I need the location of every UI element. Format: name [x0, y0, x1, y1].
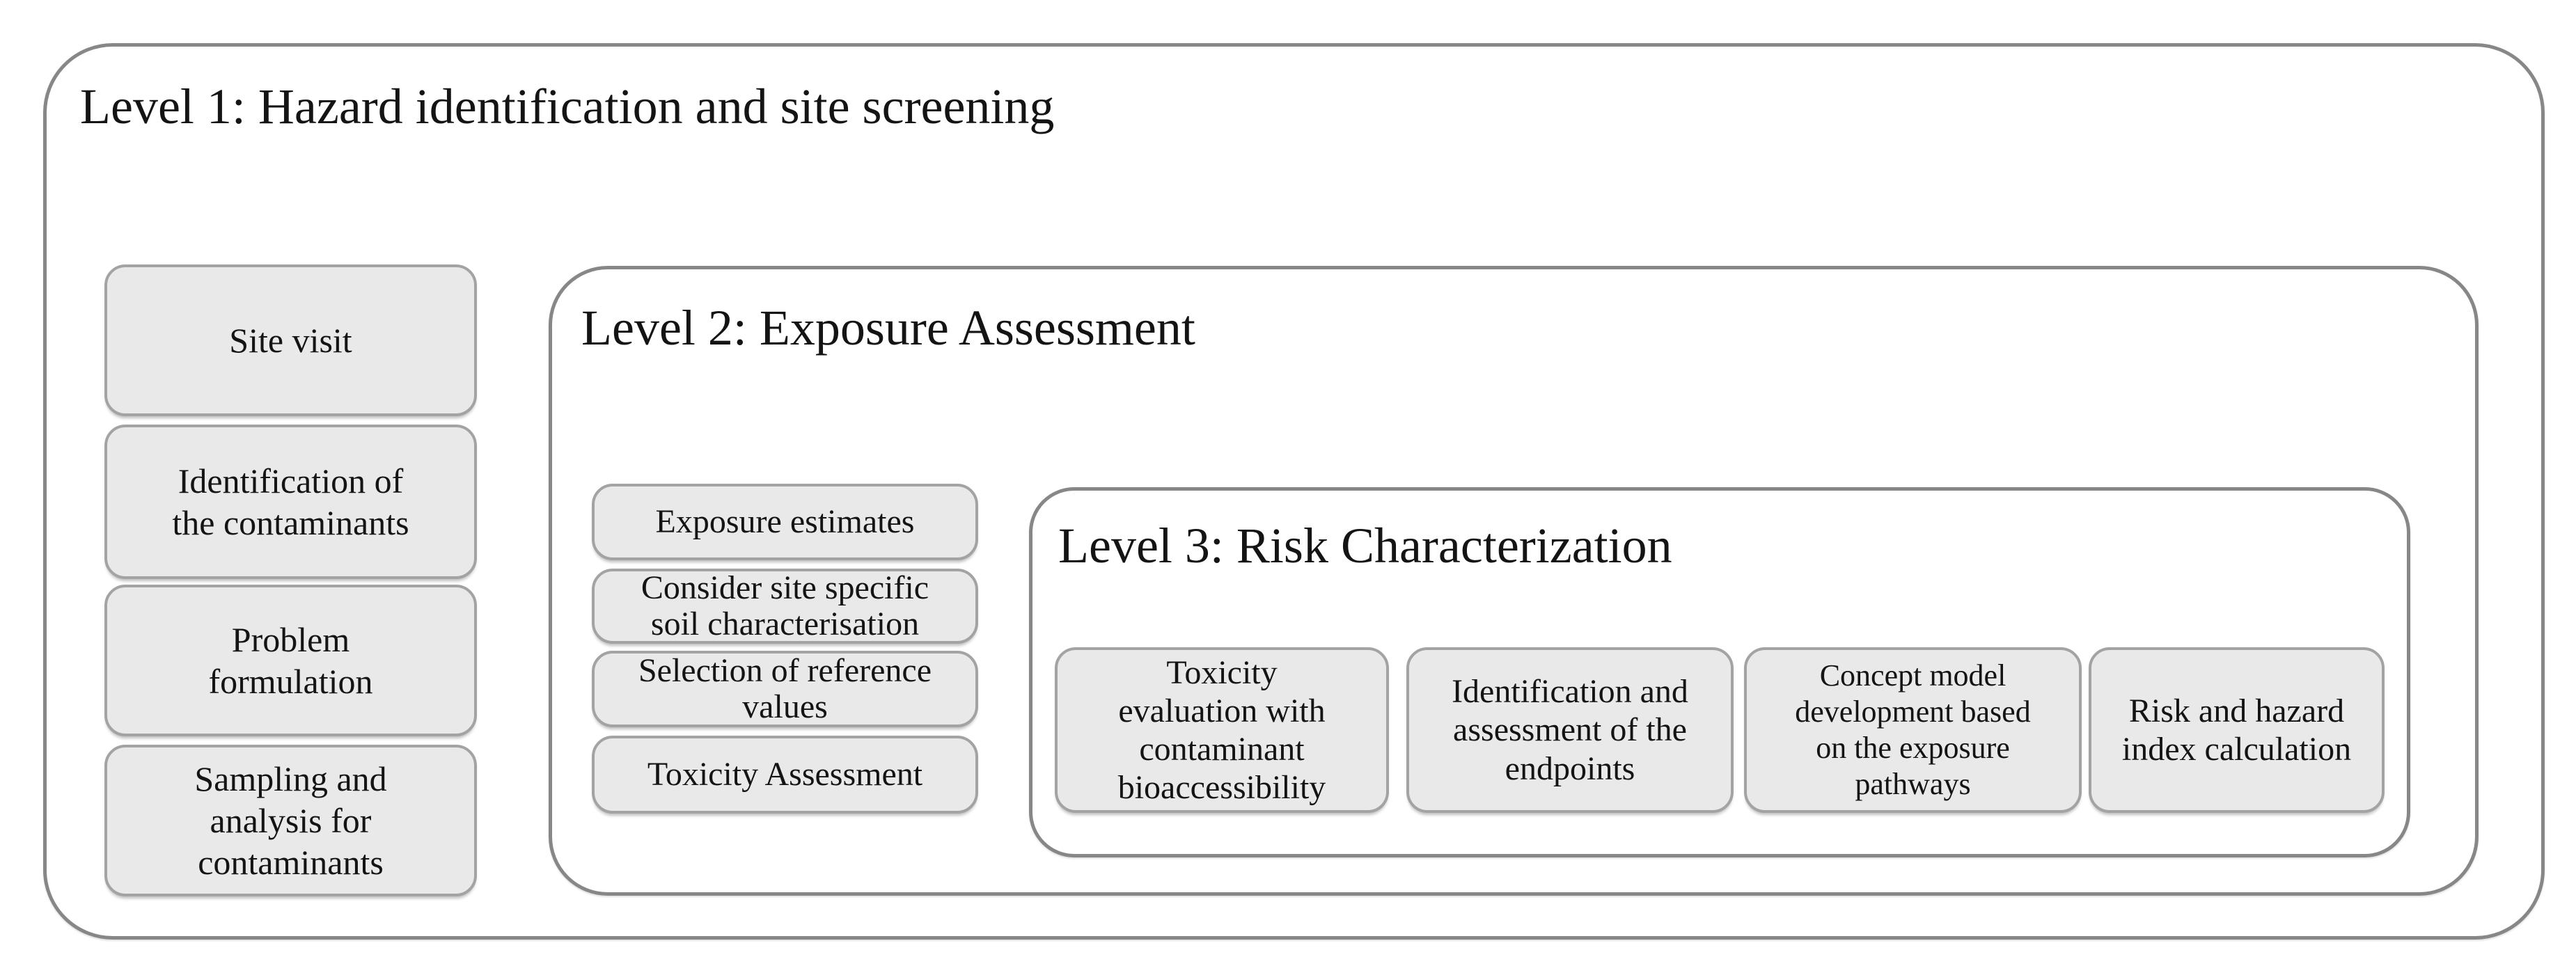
box-toxicity-assessment-label: Toxicity Assessment — [647, 756, 923, 793]
box-endpoints: Identification and assessment of the end… — [1406, 647, 1734, 813]
level1-title: Level 1: Hazard identification and site … — [80, 79, 1055, 134]
box-toxicity-bioaccessibility-label: Toxicity evaluation with contaminant bio… — [1117, 654, 1326, 807]
box-risk-hazard-index-label: Risk and hazard index calculation — [2121, 692, 2352, 768]
box-problem-formulation-label: Problem formulation — [208, 620, 373, 701]
box-identification-contaminants: Identification of the contaminants — [104, 425, 477, 579]
box-concept-model-label: Concept model development based on the e… — [1795, 658, 2031, 801]
level2-title: Level 2: Exposure Assessment — [581, 300, 1195, 356]
box-risk-hazard-index: Risk and hazard index calculation — [2089, 647, 2385, 813]
box-toxicity-bioaccessibility: Toxicity evaluation with contaminant bio… — [1055, 647, 1389, 813]
level3-title: Level 3: Risk Characterization — [1058, 518, 1672, 573]
box-reference-values-label: Selection of reference values — [638, 652, 932, 725]
box-soil-characterisation-label: Consider site specific soil characterisa… — [641, 569, 929, 642]
box-identification-contaminants-label: Identification of the contaminants — [172, 461, 409, 542]
box-reference-values: Selection of reference values — [592, 651, 978, 727]
box-concept-model: Concept model development based on the e… — [1744, 647, 2082, 813]
box-sampling-analysis: Sampling and analysis for contaminants — [104, 745, 477, 896]
box-sampling-analysis-label: Sampling and analysis for contaminants — [194, 759, 387, 882]
box-site-visit-label: Site visit — [229, 321, 352, 360]
box-toxicity-assessment: Toxicity Assessment — [592, 736, 978, 814]
box-problem-formulation: Problem formulation — [104, 585, 477, 736]
box-exposure-estimates: Exposure estimates — [592, 484, 978, 560]
box-site-visit: Site visit — [104, 264, 477, 416]
box-exposure-estimates-label: Exposure estimates — [655, 503, 915, 541]
box-soil-characterisation: Consider site specific soil characterisa… — [592, 569, 978, 644]
box-endpoints-label: Identification and assessment of the end… — [1452, 673, 1688, 787]
